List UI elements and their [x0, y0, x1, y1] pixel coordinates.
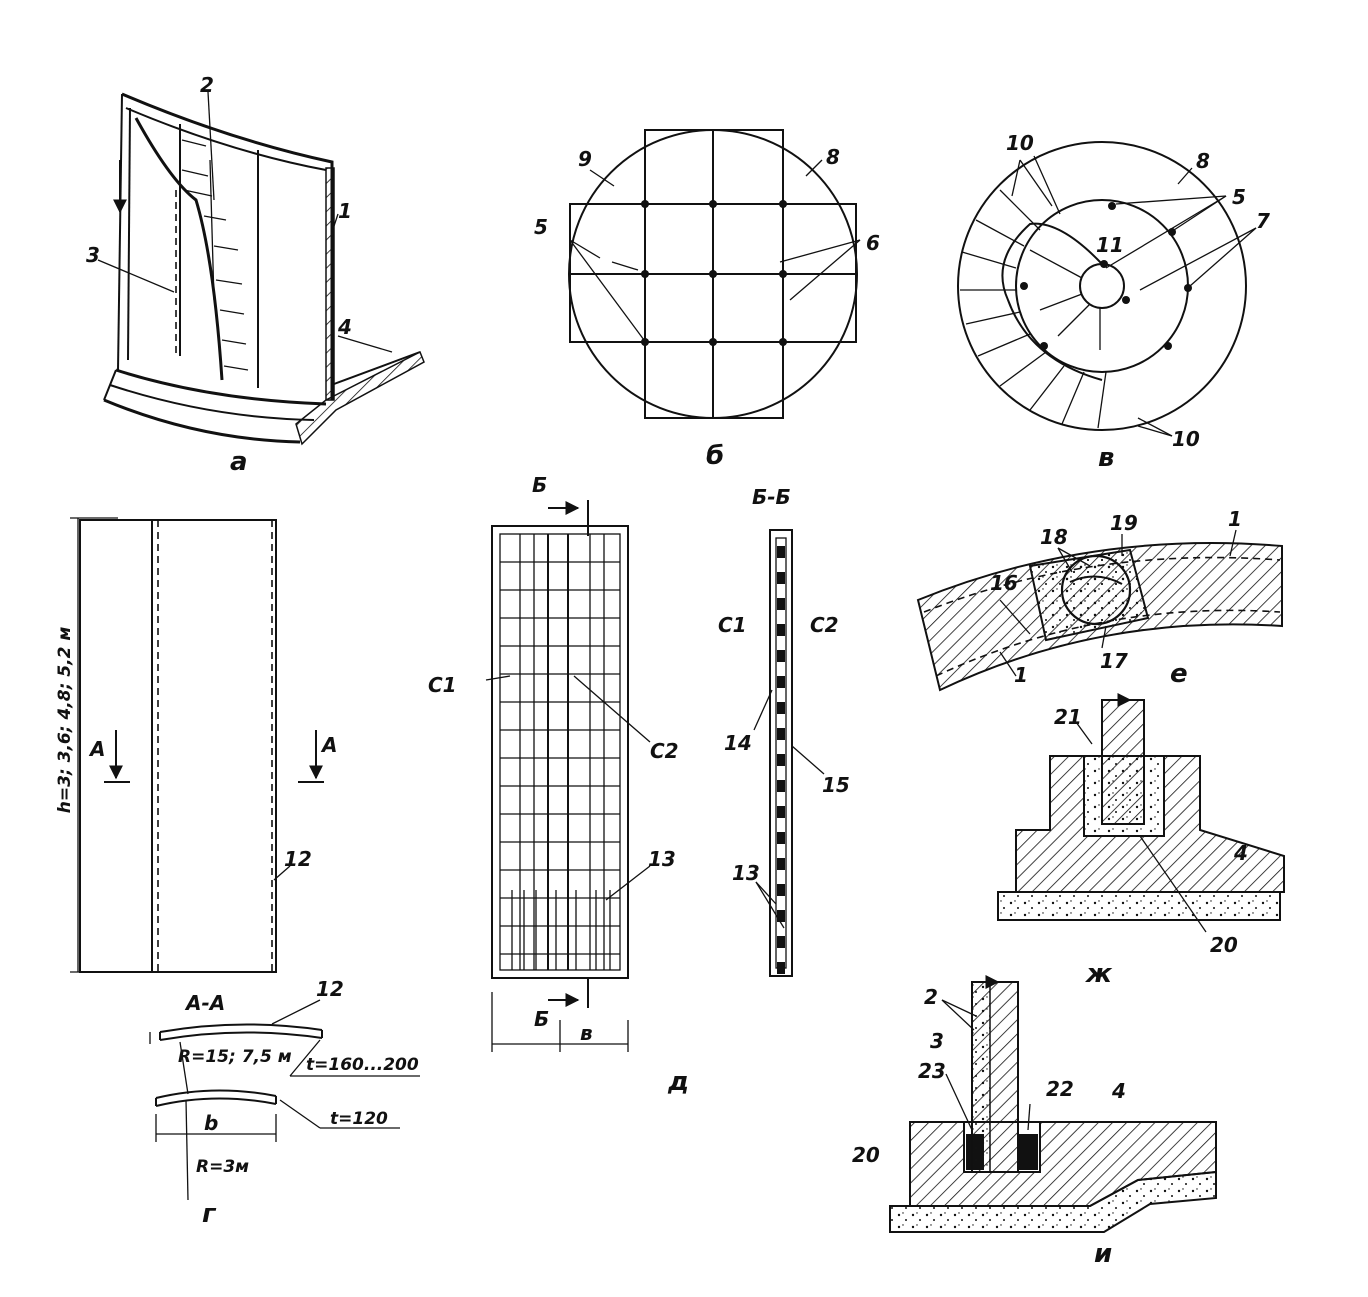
section-bar-square [777, 598, 785, 610]
section-b-top: Б [532, 473, 547, 497]
callout-22: 22 [1046, 1077, 1074, 1101]
callout-15: 15 [822, 773, 850, 797]
callout-20-zh: 20 [1210, 933, 1238, 957]
section-bar-square [777, 962, 785, 974]
callout-13-section: 13 [732, 861, 760, 885]
callout-12-section: 12 [316, 977, 344, 1001]
callout-10-bottom: 10 [1172, 427, 1200, 451]
section-bar-square [777, 650, 785, 662]
callout-4-i: 4 [1111, 1079, 1126, 1103]
mark-c2-section: С2 [810, 613, 839, 637]
callout-1-e-top: 1 [1228, 507, 1242, 531]
callout-7: 7 [1256, 209, 1270, 233]
section-bar-square [777, 702, 785, 714]
callout-1: 1 [338, 199, 352, 223]
callout-11: 11 [1096, 233, 1124, 257]
mark-c1: С1 [428, 673, 457, 697]
callout-8: 8 [826, 145, 840, 169]
callout-2-i: 2 [924, 985, 938, 1009]
figure-g-panel-elevation: h=3; 3,6; 4,8; 5,2 м А А 12 А-А 12 R=15;… [55, 517, 420, 1229]
view-label-e: е [1170, 659, 1188, 689]
figure-zh-foundation-joint: 21 20 4 ж [997, 693, 1285, 989]
callout-3-i: 3 [930, 1029, 944, 1053]
callout-2: 2 [200, 73, 214, 97]
callout-19: 19 [1110, 511, 1138, 535]
figure-v-radial-plan: 10 8 5 7 11 10 в [957, 131, 1270, 473]
callout-5-v: 5 [1232, 185, 1246, 209]
section-bar-square [777, 858, 785, 870]
section-bar-square [777, 546, 785, 558]
callout-1-e-bottom: 1 [1014, 663, 1028, 687]
callout-4: 4 [337, 315, 352, 339]
section-bb-label: Б-Б [752, 485, 791, 509]
view-label-v: в [1098, 443, 1114, 473]
section-bar-square [777, 910, 785, 922]
callout-14: 14 [724, 731, 752, 755]
dim-v-mesh: в [580, 1021, 593, 1045]
view-label-d: д [667, 1067, 689, 1097]
callout-23: 23 [918, 1059, 946, 1083]
callout-12: 12 [284, 847, 312, 871]
section-bar-square [777, 676, 785, 688]
view-label-b: б [706, 441, 724, 471]
section-bar-square [777, 936, 785, 948]
callout-17: 17 [1100, 649, 1128, 673]
callout-21: 21 [1054, 705, 1082, 729]
thickness-small: t=120 [330, 1109, 388, 1129]
callout-10-top: 10 [1006, 131, 1034, 155]
view-label-zh: ж [1085, 959, 1113, 989]
callout-3: 3 [86, 243, 100, 267]
view-label-i: и [1094, 1239, 1112, 1269]
mark-c2: С2 [650, 739, 679, 763]
section-bar-square [777, 572, 785, 584]
callout-18: 18 [1040, 525, 1068, 549]
callout-9: 9 [578, 147, 592, 171]
figure-a-curved-panel: 2 3 1 4 а [86, 73, 425, 477]
section-a-right: А [320, 733, 337, 757]
callout-4-zh: 4 [1233, 841, 1248, 865]
callout-8-v: 8 [1196, 149, 1210, 173]
section-bar-square [777, 754, 785, 766]
section-bar-square [777, 832, 785, 844]
section-bar-square [777, 806, 785, 818]
radius-large: R=15; 7,5 м [178, 1047, 292, 1067]
figure-d-reinforcement: Б Б в С1 С2 13 д Б-Б С1 С2 14 15 13 [428, 473, 850, 1097]
section-bar-square [777, 884, 785, 896]
section-a-left: А [88, 737, 105, 761]
figure-b-grid-plan: 9 8 5 6 б [534, 129, 880, 471]
section-bar-square [777, 780, 785, 792]
callout-20-i: 20 [852, 1143, 880, 1167]
radius-small: R=3м [196, 1157, 249, 1177]
height-dimension: h=3; 3,6; 4,8; 5,2 м [55, 627, 75, 814]
callout-5: 5 [534, 215, 548, 239]
figure-e-curved-joint: 16 18 19 1 17 1 е [916, 507, 1283, 692]
mark-c1-section: С1 [718, 613, 747, 637]
section-bar-square [777, 624, 785, 636]
section-bar-square [777, 728, 785, 740]
callout-6: 6 [866, 231, 880, 255]
callout-16: 16 [990, 571, 1018, 595]
figure-i-slot-joint: 2 3 23 22 4 20 и [852, 975, 1217, 1269]
view-label-g: г [202, 1199, 217, 1229]
dim-b-section: b [204, 1111, 218, 1135]
section-aa-label: А-А [184, 991, 225, 1015]
section-b-bottom: Б [534, 1007, 549, 1031]
callout-13-mesh: 13 [648, 847, 676, 871]
view-label-a: а [230, 447, 248, 477]
thickness-large: t=160...200 [306, 1055, 419, 1075]
